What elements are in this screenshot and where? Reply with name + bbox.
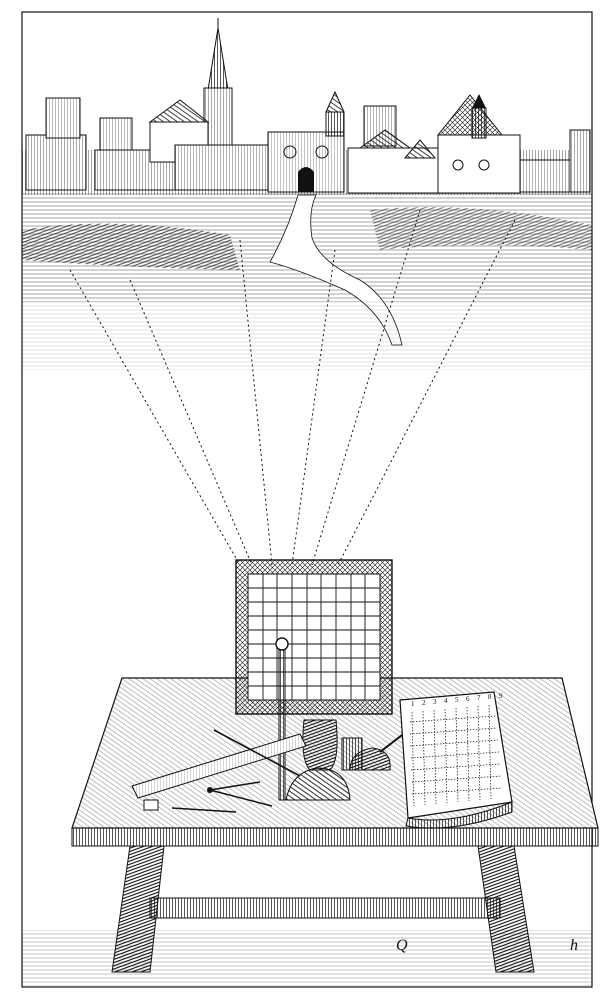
- frame-border: [21, 11, 593, 988]
- grid-number-8: 8: [488, 693, 492, 701]
- grid-number-4: 4: [444, 697, 448, 705]
- grid-number-9: 9: [499, 692, 503, 700]
- grid-number-2: 2: [422, 699, 426, 707]
- gridded-paper: 1 2 3 4 5 6 7 8 9: [399, 691, 513, 829]
- landscape: [22, 192, 592, 370]
- grid-number-1: 1: [411, 700, 415, 708]
- drawing-tools: [131, 729, 307, 813]
- grid-number-5: 5: [455, 696, 459, 704]
- town-skyline: [22, 18, 592, 195]
- grid-number-6: 6: [466, 695, 470, 703]
- grid-number-7: 7: [477, 694, 481, 702]
- grid-number-3: 3: [433, 698, 437, 706]
- svg-text:1 2 3 4: 1 2 3 4 5 6 7 8 9: [411, 692, 503, 708]
- sight-lines: [69, 209, 516, 566]
- plate-mark-left: Q: [396, 937, 408, 954]
- drawing-grid-frame: [235, 559, 393, 715]
- plate-mark-right: h: [570, 937, 578, 954]
